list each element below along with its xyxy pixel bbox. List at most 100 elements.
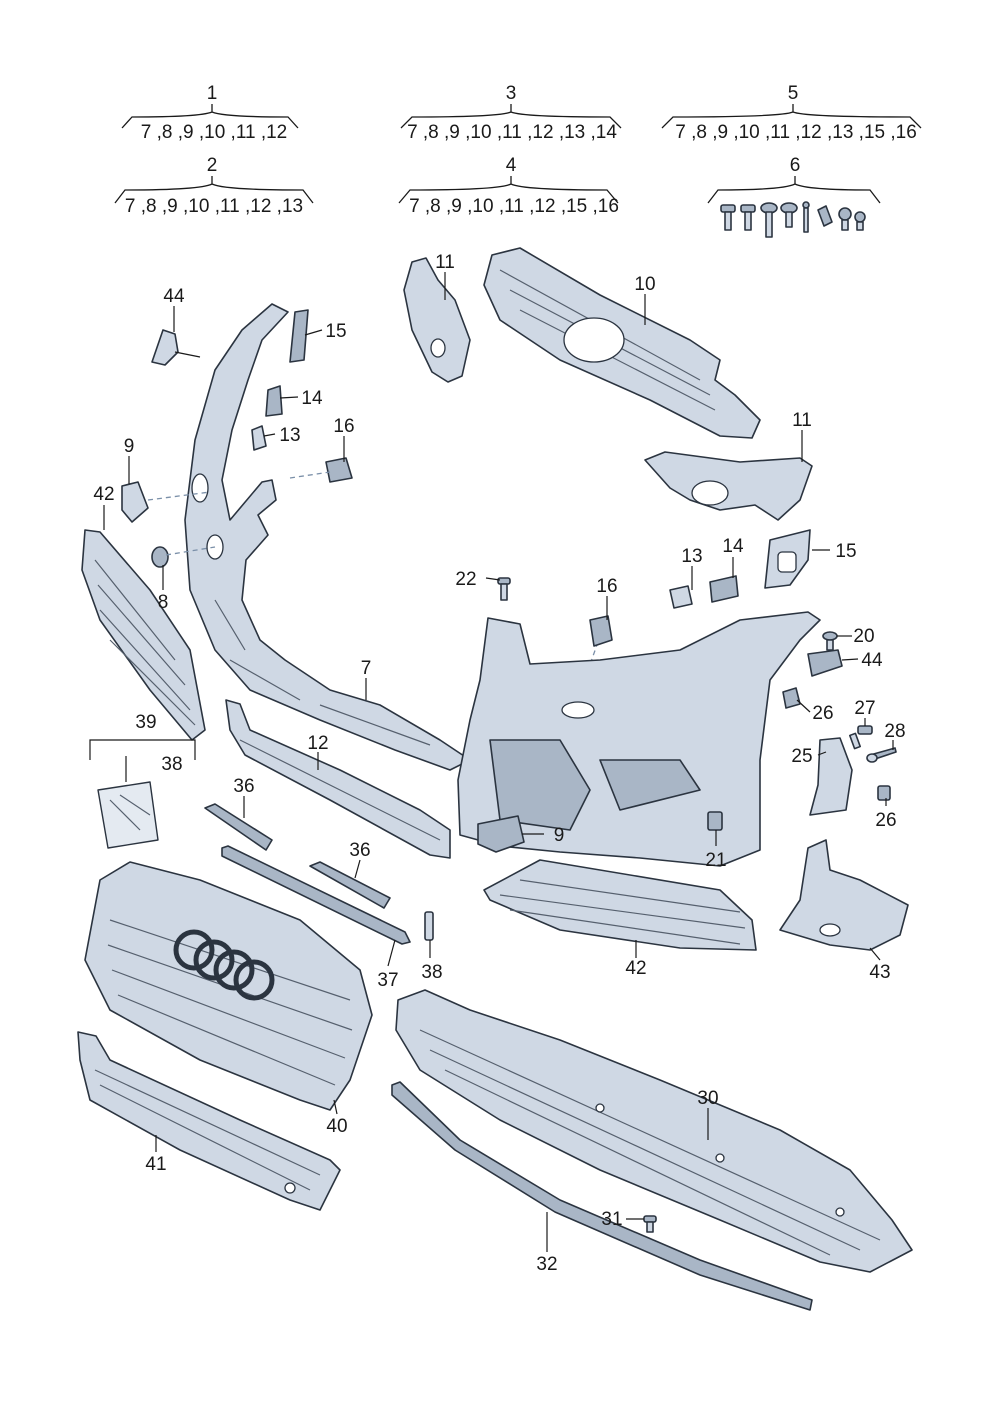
- callout-15: 15: [835, 541, 856, 562]
- callout-26: 26: [812, 703, 833, 724]
- group-number-5: 5: [788, 83, 799, 104]
- part-27-bolt: [848, 725, 873, 750]
- part-9-cap-right: [477, 815, 525, 853]
- callout-32: 32: [536, 1254, 557, 1275]
- callout-8: 8: [158, 592, 169, 613]
- callout-26: 26: [875, 810, 896, 831]
- part-25-bracket: [809, 737, 853, 816]
- callout-10: 10: [634, 274, 655, 295]
- callout-42: 42: [625, 958, 646, 979]
- group-number-1: 1: [207, 83, 218, 104]
- part-16-holder: [325, 457, 353, 483]
- push-rivet-icon: [854, 211, 866, 231]
- callout-16: 16: [596, 576, 617, 597]
- part-15-bracket: [289, 309, 309, 363]
- part-7-bumper-cover: [457, 611, 821, 867]
- part-44-washer-cover: [151, 329, 201, 366]
- callout-38: 38: [421, 962, 442, 983]
- callout-27: 27: [854, 698, 875, 719]
- callout-44: 44: [861, 650, 883, 671]
- group-number-2: 2: [207, 155, 218, 176]
- callout-16: 16: [333, 416, 354, 437]
- part-11-bracket-lower: [644, 451, 813, 521]
- group-parts-4: 7 ,8 ,9 ,10 ,11 ,12 ,15 ,16: [409, 196, 619, 217]
- part-42-side-grille-left: [81, 529, 206, 741]
- part-44-washer-cover-right: [807, 649, 843, 677]
- part-39-film-pack: [97, 781, 159, 849]
- callout-36: 36: [349, 840, 370, 861]
- callout-9: 9: [554, 825, 565, 846]
- callout-7: 7: [361, 658, 372, 679]
- part-14-clip: [265, 385, 283, 417]
- callout-9: 9: [124, 436, 135, 457]
- part-36-strip-right: [309, 861, 391, 909]
- group-header-3: 3 7 ,8 ,9 ,10 ,11 ,12 ,13 ,14: [400, 83, 622, 143]
- part-36-strip: [204, 803, 273, 851]
- group-number-4: 4: [506, 155, 517, 176]
- group-parts-2: 7 ,8 ,9 ,10 ,11 ,12 ,13: [125, 196, 303, 217]
- pin-icon: [802, 201, 810, 233]
- expansion-rivet-icon: [838, 207, 852, 231]
- leader-lines: [89, 272, 894, 1252]
- screw-icon: [740, 204, 756, 231]
- callout-13: 13: [279, 425, 300, 446]
- group-number-3: 3: [506, 83, 517, 104]
- part-31-screw: [643, 1215, 657, 1233]
- part-30-underbody-panel: [395, 989, 913, 1273]
- part-13-clip: [251, 425, 267, 451]
- part-9-cap: [121, 481, 149, 523]
- group-header-2: 2 7 ,8 ,9 ,10 ,11 ,12 ,13: [114, 155, 314, 217]
- part-16-holder-right: [589, 615, 613, 647]
- callout-37: 37: [377, 970, 398, 991]
- callout-12: 12: [307, 733, 328, 754]
- part-8-cap: [151, 546, 169, 568]
- callout-28: 28: [884, 721, 905, 742]
- callout-39: 39: [135, 712, 156, 733]
- clip-icon: [817, 205, 833, 227]
- part-14-clip-right: [709, 575, 739, 603]
- part-10-carrier: [483, 247, 761, 439]
- part-20-screw: [822, 631, 838, 651]
- part-38-clip: [424, 911, 434, 941]
- callout-22: 22: [455, 569, 476, 590]
- callout-13: 13: [681, 546, 702, 567]
- callout-30: 30: [697, 1088, 718, 1109]
- screw-icon: [780, 202, 798, 228]
- group-parts-5: 7 ,8 ,9 ,10 ,11 ,12 ,13 ,15 ,16: [675, 122, 917, 143]
- group-header-4: 4 7 ,8 ,9 ,10 ,11 ,12 ,15 ,16: [398, 155, 619, 217]
- part-28-pin: [866, 747, 897, 763]
- part-12-reinforcement: [225, 699, 451, 859]
- part-43-bracket: [779, 839, 909, 951]
- callout-11: 11: [435, 252, 455, 273]
- callout-41: 41: [145, 1154, 166, 1175]
- screw-icon: [720, 204, 736, 231]
- callout-40: 40: [326, 1116, 347, 1137]
- callout-11: 11: [792, 410, 812, 431]
- part-40-radiator-grille: [84, 861, 373, 1111]
- part-7-left-wing: [184, 303, 471, 771]
- callout-43: 43: [869, 962, 890, 983]
- part-41-lower-grille: [77, 1031, 341, 1211]
- callout-21: 21: [705, 850, 726, 871]
- audi-rings-logo: [173, 929, 275, 1001]
- group-parts-3: 7 ,8 ,9 ,10 ,11 ,12 ,13 ,14: [407, 122, 617, 143]
- callout-14: 14: [722, 536, 744, 557]
- part-32-spoiler-strip: [391, 1081, 813, 1311]
- part-22-screw: [497, 577, 511, 601]
- callout-25: 25: [791, 746, 812, 767]
- group-header-5: 5 7 ,8 ,9 ,10 ,11 ,12 ,13 ,15 ,16: [661, 83, 922, 143]
- group-header-1: 1 7 ,8 ,9 ,10 ,11 ,12: [121, 83, 299, 143]
- callout-15: 15: [325, 321, 346, 342]
- callout-20: 20: [853, 626, 874, 647]
- callout-38: 38: [161, 754, 182, 775]
- part-42-side-grille-right: [483, 859, 757, 951]
- part-26-clip: [782, 687, 801, 709]
- part-26-nut: [877, 785, 891, 801]
- callout-36: 36: [233, 776, 254, 797]
- part-13-clip-right: [669, 585, 693, 609]
- part-37-trim-strip: [221, 845, 411, 945]
- fastener-kit: [720, 201, 866, 238]
- part-21-clip: [707, 811, 723, 831]
- group-parts-1: 7 ,8 ,9 ,10 ,11 ,12: [141, 122, 287, 143]
